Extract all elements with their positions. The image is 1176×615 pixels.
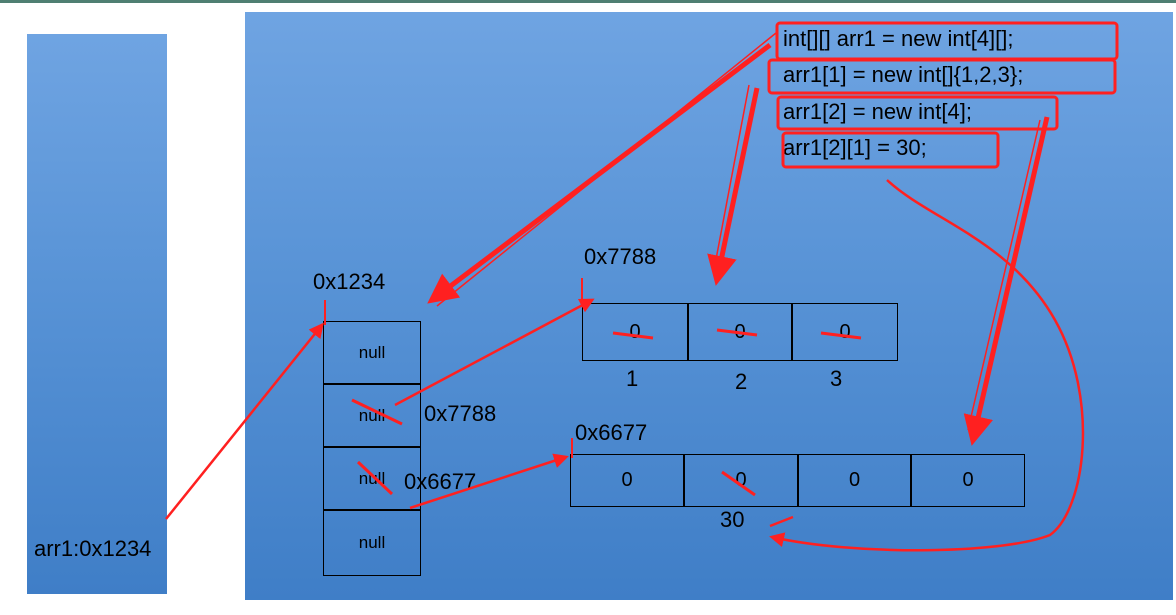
strike-7788-1 bbox=[716, 328, 758, 337]
strike-outer-null-2 bbox=[356, 460, 394, 496]
array-6677-new-value: 30 bbox=[720, 507, 745, 532]
code-box-3 bbox=[776, 95, 1059, 131]
outer-array-cell-3: null bbox=[323, 510, 421, 576]
strike-7788-2 bbox=[820, 331, 862, 340]
code-line-4: arr1[2][1] = 30; bbox=[783, 135, 927, 160]
array-7788-new-value-2: 3 bbox=[830, 366, 843, 391]
arrow-code-to-7788-thin bbox=[713, 84, 750, 271]
stack-variable: arr1:0x1234 bbox=[34, 536, 152, 561]
strike-outer-null-1 bbox=[351, 398, 403, 426]
array-7788-new-value-0: 1 bbox=[626, 366, 639, 391]
stack-panel bbox=[27, 34, 167, 594]
array-6677-cell-0: 0 bbox=[570, 454, 684, 507]
array-6677-cell-2: 0 bbox=[798, 454, 911, 507]
arrow-code-to-6677-thin bbox=[967, 119, 1041, 431]
code-line-3: arr1[2] = new int[4]; bbox=[783, 99, 972, 124]
code-box-1 bbox=[775, 21, 1119, 61]
array-7788-cell-2: 0 bbox=[792, 303, 898, 361]
outer-array-cell-0: null bbox=[323, 321, 421, 384]
arrow-code-to-6677 bbox=[963, 116, 1050, 446]
code-line-1: int[][] arr1 = new int[4][]; bbox=[783, 26, 1014, 51]
strike-7788-0 bbox=[612, 331, 654, 340]
outer-array-cell-1: null bbox=[323, 384, 421, 447]
array-7788-new-value-1: 2 bbox=[735, 369, 748, 394]
arrow-code-to-outer bbox=[427, 43, 772, 304]
arrow-stack-to-outer bbox=[165, 322, 324, 520]
small-dash-30 bbox=[769, 515, 794, 528]
array-7788-address: 0x7788 bbox=[584, 244, 657, 269]
outer-array-ref-7788: 0x7788 bbox=[424, 401, 497, 426]
array-6677-cell-1: 0 bbox=[684, 454, 798, 507]
arrow-cell1-to-7788 bbox=[394, 298, 595, 407]
curve-arrow-assign-30 bbox=[769, 179, 1085, 552]
array-7788-cell-0: 0 bbox=[582, 303, 688, 361]
strike-6677-1 bbox=[721, 470, 756, 497]
code-box-4 bbox=[781, 131, 1000, 169]
array-6677-address: 0x6677 bbox=[575, 420, 648, 445]
arrow-cell2-to-6677 bbox=[409, 453, 569, 510]
arrow-code-to-7788 bbox=[707, 87, 760, 286]
code-line-2: arr1[1] = new int[]{1,2,3}; bbox=[783, 62, 1024, 87]
array-6677-cell-3: 0 bbox=[911, 454, 1025, 507]
outer-array-address: 0x1234 bbox=[313, 269, 386, 294]
code-box-2 bbox=[767, 58, 1117, 95]
outer-array-ref-6677: 0x6677 bbox=[404, 469, 477, 494]
top-divider bbox=[0, 0, 1176, 3]
heap-panel bbox=[245, 12, 1173, 600]
